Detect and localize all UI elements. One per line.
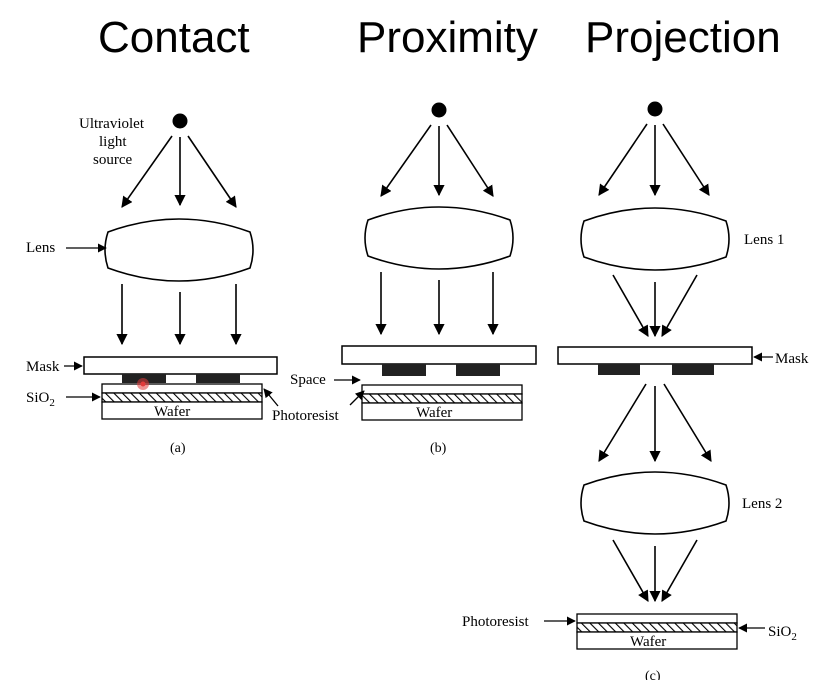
photoresist-pointer-a (263, 388, 279, 407)
sio2-label-a: SiO2 (26, 390, 55, 409)
cursor-dot (140, 381, 146, 387)
lens1-label: Lens 1 (744, 232, 784, 248)
mask-label-a: Mask (26, 359, 60, 375)
wafer-label-b: Wafer (416, 405, 452, 421)
mask-label-c: Mask (775, 351, 809, 367)
ray-c-converge-left (612, 274, 649, 337)
sio2-label-a-sub: 2 (49, 397, 55, 409)
sio2-layer-b (361, 393, 523, 404)
wafer-b (361, 402, 523, 421)
sio2-label-a-text: SiO (26, 390, 50, 406)
projection-diagram: Lens 1 Mask Lens 2 Wafer Photoresist SiO… (462, 101, 809, 680)
mask-pattern-c2 (672, 364, 714, 375)
wafer-label-c: Wafer (630, 634, 666, 650)
sio2-label-c-text: SiO (768, 624, 792, 640)
mask-pattern-a2 (196, 374, 240, 383)
ray-a-right (187, 135, 237, 208)
ray-c-right (662, 123, 710, 196)
ray-a-left (121, 135, 173, 208)
wafer-c (576, 631, 738, 650)
uv-light-source-b (431, 102, 447, 118)
caption-a: (a) (170, 441, 186, 456)
proximity-diagram: Wafer Space (b) (290, 102, 537, 456)
wafer-label-a: Wafer (154, 404, 190, 420)
ray-c-left (598, 123, 648, 196)
sio2-layer-c (576, 622, 738, 633)
mask-pattern-b2 (456, 364, 500, 376)
mask-a (83, 356, 278, 375)
uv-light-source-c (647, 101, 663, 117)
space-label-b: Space (290, 372, 326, 388)
lens2-c (580, 471, 730, 535)
sio2-label-c: SiO2 (768, 624, 797, 643)
ray-c-focus-right (661, 539, 698, 602)
ray-b-left (380, 124, 432, 197)
mask-c (557, 346, 753, 365)
lens-a (104, 218, 254, 282)
mask-pattern-c1 (598, 364, 640, 375)
sio2-label-c-sub: 2 (791, 631, 797, 643)
mask-pattern-b1 (382, 364, 426, 376)
contact-diagram: Wafer Ultraviolet light source Lens Mask… (26, 113, 340, 456)
sio2-layer-a (101, 392, 263, 403)
photoresist-label-c: Photoresist (462, 614, 530, 630)
lens1-c (580, 207, 730, 271)
lens2-label: Lens 2 (742, 496, 782, 512)
title-proximity: Proximity (357, 13, 538, 62)
mask-b (341, 345, 537, 365)
lens-label-a: Lens (26, 240, 55, 256)
ray-c-diverge-left (598, 383, 647, 462)
ray-c-focus-left (612, 539, 649, 602)
uv-light-source-a (172, 113, 188, 129)
uv-label-line1: Ultraviolet (79, 116, 145, 132)
title-projection: Projection (585, 13, 781, 62)
ray-c-converge-right (661, 274, 698, 337)
uv-label-line2: light (99, 134, 127, 150)
caption-c: (c) (645, 669, 661, 680)
photoresist-pointer-b (349, 390, 365, 406)
ray-b-right (446, 124, 494, 197)
photoresist-b (361, 384, 523, 395)
lens-b (364, 206, 514, 270)
ray-c-diverge-right (663, 383, 712, 462)
wafer-a (101, 401, 263, 420)
uv-label-line3: source (93, 152, 132, 168)
photoresist-a (101, 383, 263, 394)
caption-b: (b) (430, 441, 447, 456)
title-contact: Contact (98, 13, 250, 62)
photoresist-label-a: Photoresist (272, 408, 340, 424)
photoresist-c (576, 613, 738, 624)
